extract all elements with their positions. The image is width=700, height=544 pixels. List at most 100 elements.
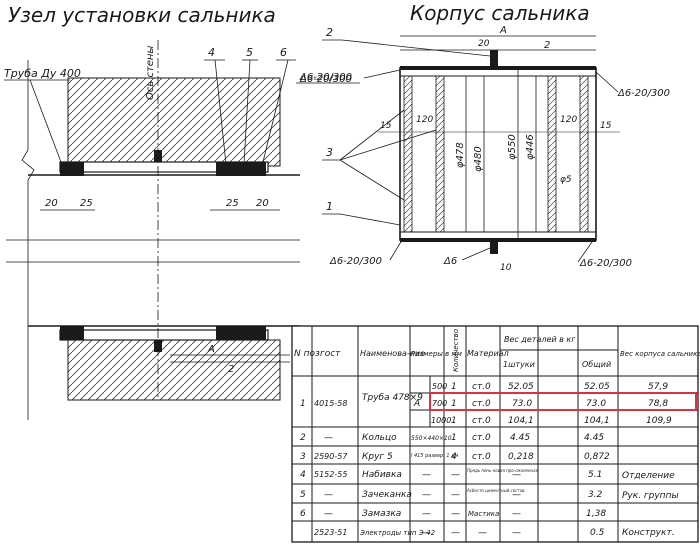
body-view: φ478 φ480 φ550 φ446 φ5 A 2 20 2 3 1 Δ6-2… <box>299 25 670 273</box>
svg-text:Кольцо: Кольцо <box>362 433 397 443</box>
body-weld-bottom-right: Δ6-20/300 <box>579 258 632 269</box>
hdr-weight-unit: 1штуки <box>503 360 535 369</box>
svg-text:—: — <box>451 509 460 519</box>
table-row: 3 2590-57 Круг 5 l 415 развер. 1 дм 4 ст… <box>300 452 610 462</box>
svg-text:700: 700 <box>432 399 447 408</box>
assembly-leader-6: 6 <box>280 46 287 59</box>
dim-left-20: 20 <box>45 198 58 209</box>
pipe-name: Труба 478×9 <box>362 393 423 403</box>
svg-text:—: — <box>422 490 431 500</box>
pipe-gost: 4015-58 <box>314 399 347 408</box>
svg-text:3: 3 <box>300 452 306 462</box>
body-title: Корпус сальника <box>410 1 590 25</box>
svg-text:4: 4 <box>300 470 306 480</box>
dia-446: φ446 <box>525 134 536 160</box>
hdr-gost: гост <box>320 349 341 359</box>
svg-text:4.45: 4.45 <box>584 433 604 443</box>
svg-text:Асбесто-цементный состав: Асбесто-цементный состав <box>466 488 525 493</box>
svg-text:—: — <box>422 528 431 538</box>
pipe-label: Труба Ду 400 <box>4 67 81 80</box>
svg-text:52.05: 52.05 <box>584 382 610 392</box>
body-dim-20: 20 <box>478 39 490 49</box>
svg-text:ст.0: ст.0 <box>472 433 491 443</box>
table-row: 2523-51 Электроды тип Э-42 — — — — 0.5 <box>314 528 605 538</box>
highlight-row-700 <box>429 392 697 411</box>
ring-right-inner <box>547 75 557 233</box>
hdr-material: Материал <box>467 349 509 358</box>
hdr-name: Наименова-ние <box>360 349 425 358</box>
table-row: 4 5152-55 Набивка — — Прядь пень-ковая п… <box>300 468 602 480</box>
signature-department: Отделение <box>622 471 675 481</box>
svg-text:5152-55: 5152-55 <box>314 470 347 479</box>
svg-text:1: 1 <box>451 399 457 409</box>
svg-text:ст.0: ст.0 <box>472 452 491 462</box>
body-dim-2: 2 <box>544 40 550 51</box>
svg-text:Электроды тип Э-42: Электроды тип Э-42 <box>359 529 436 537</box>
table-row: 5 — Зачеканка — — Асбесто-цементный сост… <box>300 488 603 500</box>
wall-axis-label: Ось стены <box>145 46 156 100</box>
ring-right-outer <box>579 75 589 233</box>
assembly-section-2: 2 <box>228 364 234 375</box>
svg-text:—: — <box>512 490 521 500</box>
svg-text:—: — <box>324 509 333 519</box>
svg-text:Набивка: Набивка <box>362 470 402 480</box>
assembly-section-a: A <box>207 344 215 355</box>
svg-text:73.0: 73.0 <box>512 399 532 409</box>
svg-text:—: — <box>478 528 487 538</box>
assembly-leader-4: 4 <box>208 46 215 59</box>
svg-text:5: 5 <box>300 490 306 500</box>
signature-group-head: Рук. группы <box>622 491 679 501</box>
svg-text:4.45: 4.45 <box>510 433 530 443</box>
dia-480: φ480 <box>473 146 484 172</box>
svg-text:ст.0: ст.0 <box>472 416 491 426</box>
dia-478: φ478 <box>455 142 466 168</box>
svg-text:ст.0: ст.0 <box>472 399 491 409</box>
body-dim-right-15: 15 <box>600 121 612 131</box>
dim-right-20: 20 <box>256 198 269 209</box>
svg-text:1: 1 <box>451 433 457 443</box>
body-weld-bottom-left: Δ6-20/300 <box>329 256 382 267</box>
ring-left-outer <box>403 75 413 233</box>
svg-text:Зачеканка: Зачеканка <box>362 490 412 500</box>
svg-text:Мастика: Мастика <box>468 510 499 518</box>
svg-text:2590-57: 2590-57 <box>314 452 348 461</box>
svg-text:l 415 развер. 1 дм: l 415 развер. 1 дм <box>411 453 459 459</box>
svg-text:—: — <box>451 470 460 480</box>
hdr-weight-group: Вес деталей в кг <box>504 335 576 344</box>
table-row: 2 — Кольцо 550×440×10 1 ст.0 4.45 4.45 <box>300 433 604 443</box>
svg-text:4: 4 <box>451 452 457 462</box>
svg-text:78,8: 78,8 <box>648 399 668 409</box>
svg-text:1000: 1000 <box>431 416 451 425</box>
svg-text:104,1: 104,1 <box>508 416 534 426</box>
body-leader-2: 2 <box>326 26 333 39</box>
hdr-size: Размеры в мм <box>411 350 463 358</box>
assembly-weld-mark: Δ6-20/300 <box>299 72 352 83</box>
svg-text:—: — <box>324 433 333 443</box>
svg-text:3.2: 3.2 <box>588 490 603 500</box>
hdr-body-weight: Вес корпуса сальника в кг <box>620 350 700 358</box>
svg-text:6: 6 <box>300 509 306 519</box>
body-weld-top-right: Δ6-20/300 <box>617 88 670 99</box>
svg-text:Круг 5: Круг 5 <box>362 452 393 462</box>
body-leader-3: 3 <box>326 146 333 159</box>
body-dim-a: A <box>499 25 507 36</box>
pipe-size-letter: A <box>413 399 420 409</box>
svg-text:Замазка: Замазка <box>362 509 401 519</box>
body-dim-left-15: 15 <box>380 121 392 131</box>
svg-text:550×440×10: 550×440×10 <box>411 435 452 442</box>
body-weld-top-left: Δ6-20/300 <box>299 74 352 85</box>
assembly-title: Узел установки сальника <box>8 3 276 27</box>
svg-text:—: — <box>422 470 431 480</box>
dim-left-25: 25 <box>80 198 93 209</box>
svg-text:—: — <box>451 490 460 500</box>
svg-text:500: 500 <box>432 382 447 391</box>
body-leader-1: 1 <box>326 200 333 213</box>
assembly-leader-5: 5 <box>246 46 253 59</box>
svg-text:2: 2 <box>300 433 306 443</box>
dia-550: φ550 <box>507 134 518 160</box>
body-weld-bottom-mid: Δ6 <box>443 256 457 267</box>
svg-text:1: 1 <box>451 382 457 392</box>
svg-text:52.05: 52.05 <box>508 382 534 392</box>
hdr-pos: N поз <box>294 349 320 359</box>
